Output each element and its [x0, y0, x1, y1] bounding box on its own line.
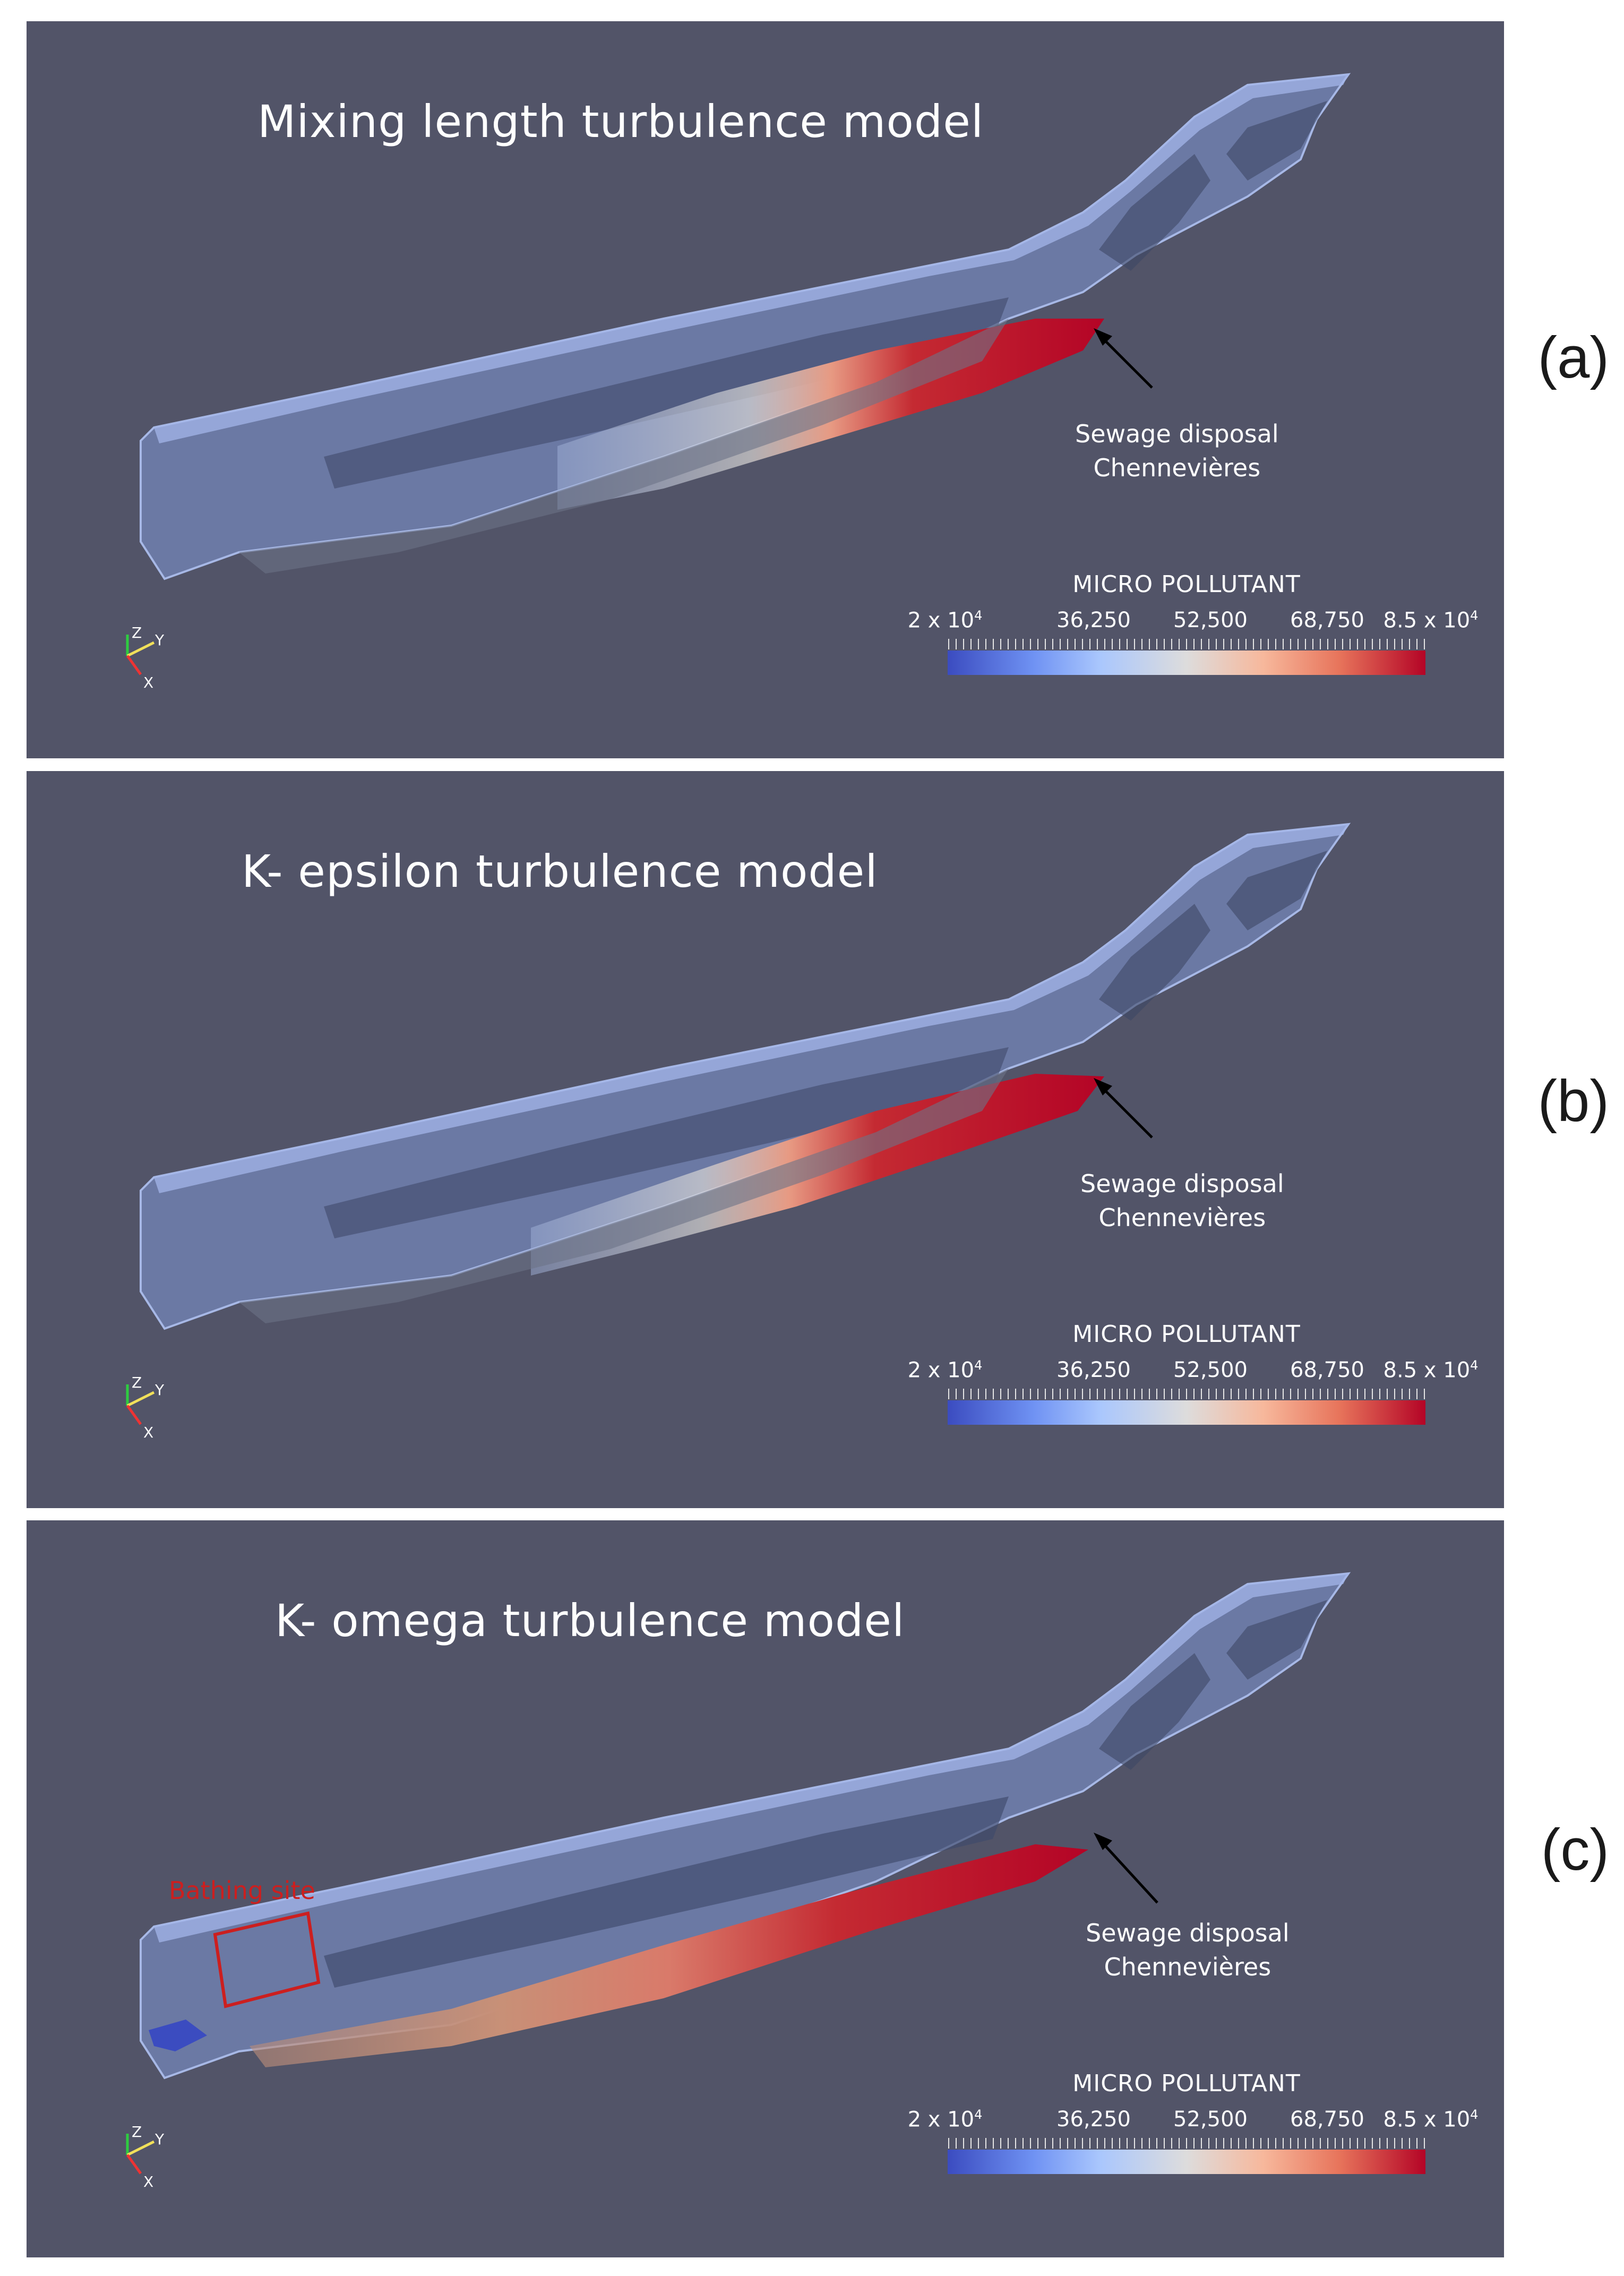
axis-z-label: Z: [132, 1374, 142, 1391]
panel-tag-c: (c): [1541, 1817, 1609, 1883]
disposal-label-line1: Sewage disposal: [1080, 1169, 1284, 1198]
axis-x-label: X: [143, 1424, 153, 1441]
axis-y-label: Y: [154, 631, 165, 649]
legend-colorbar: [948, 2150, 1425, 2174]
colorbar-legend: MICRO POLLUTANT 2 x 104 36,250 52,500 68…: [881, 2070, 1481, 2208]
colorbar-legend: MICRO POLLUTANT 2 x 104 36,250 52,500 68…: [881, 1321, 1481, 1459]
bathing-site-label: Bathing site: [169, 1876, 315, 1905]
disposal-label: Sewage disposal Chennevières: [1075, 417, 1279, 485]
axis-y-label: Y: [154, 1381, 165, 1399]
legend-label-3: 52,500: [1173, 1358, 1248, 1382]
disposal-arrow: [1098, 1083, 1153, 1139]
island-2: [1226, 851, 1327, 930]
axis-x-label: X: [143, 2173, 153, 2191]
panel-tag-b: (b): [1537, 1068, 1609, 1134]
legend-label-4: 68,750: [1290, 2107, 1364, 2132]
panel-mixing-length: Mixing length turbulence model Sewage di…: [27, 21, 1504, 758]
panel-k-epsilon: K- epsilon turbulence model Sewage dispo…: [27, 771, 1504, 1508]
arrow-head: [1094, 1833, 1112, 1850]
legend-title: MICRO POLLUTANT: [1072, 571, 1301, 598]
riverbed: [239, 1068, 1009, 1323]
legend-label-2: 36,250: [1056, 1358, 1131, 1382]
channel-wall: [324, 1796, 1009, 1988]
low-concentration-zone: [149, 2020, 207, 2051]
panel-title: K- epsilon turbulence model: [242, 845, 878, 897]
disposal-label-line2: Chennevières: [1104, 1953, 1271, 1981]
legend-label-min: 2 x 104: [907, 608, 983, 633]
disposal-arrow: [1098, 1838, 1158, 1904]
legend-title: MICRO POLLUTANT: [1072, 1321, 1301, 1348]
legend-label-3: 52,500: [1173, 608, 1248, 632]
disposal-label-line1: Sewage disposal: [1075, 420, 1279, 448]
island-2: [1226, 101, 1327, 181]
disposal-label-line2: Chennevières: [1093, 454, 1261, 482]
legend-ticks: [948, 1389, 1425, 1399]
channel-wall: [324, 297, 1009, 489]
legend-colorbar: [948, 1400, 1425, 1425]
legend-label-2: 36,250: [1056, 608, 1131, 632]
legend-label-4: 68,750: [1290, 1358, 1364, 1382]
channel-top-surface: [154, 1573, 1348, 1943]
disposal-label-line1: Sewage disposal: [1086, 1919, 1290, 1947]
legend-title: MICRO POLLUTANT: [1072, 2070, 1301, 2097]
arrow-head: [1094, 1078, 1112, 1096]
river-model-3d: [140, 73, 1351, 580]
axes-triad: Z Y X: [126, 2123, 165, 2191]
channel-wall: [324, 1047, 1009, 1238]
axis-x-label: X: [143, 674, 153, 691]
colorbar-legend: MICRO POLLUTANT 2 x 104 36,250 52,500 68…: [881, 571, 1481, 709]
legend-ticks: [948, 2138, 1425, 2149]
river-model-3d: [140, 823, 1351, 1330]
channel-top-surface: [154, 824, 1348, 1193]
legend-label-max: 8.5 x 104: [1383, 608, 1479, 633]
island-1: [1099, 154, 1210, 271]
axes-triad: Z Y X: [126, 1374, 165, 1441]
disposal-label: Sewage disposal Chennevières: [1086, 1916, 1290, 1984]
legend-label-3: 52,500: [1173, 2107, 1248, 2132]
panel-k-omega: K- omega turbulence model Bathing site S…: [27, 1520, 1504, 2257]
bathing-site-box: [213, 1911, 321, 2008]
disposal-arrow: [1098, 333, 1153, 389]
river-model-3d: [140, 1572, 1351, 2080]
axes-triad: Z Y X: [126, 624, 165, 691]
legend-label-2: 36,250: [1056, 2107, 1131, 2132]
legend-colorbar: [948, 651, 1425, 675]
panel-title: K- omega turbulence model: [275, 1595, 905, 1647]
legend-label-min: 2 x 104: [907, 1358, 983, 1383]
island-2: [1226, 1600, 1327, 1680]
arrow-head: [1094, 328, 1112, 346]
axis-z-label: Z: [132, 624, 142, 641]
axis-z-label: Z: [132, 2123, 142, 2141]
axis-y-label: Y: [154, 2130, 165, 2148]
channel-top-surface: [154, 74, 1348, 443]
legend-label-min: 2 x 104: [907, 2107, 983, 2132]
legend-ticks: [948, 639, 1425, 649]
legend-label-max: 8.5 x 104: [1383, 2107, 1479, 2132]
panel-tag-a: (a): [1537, 325, 1609, 390]
disposal-label-line2: Chennevières: [1098, 1203, 1266, 1232]
legend-label-max: 8.5 x 104: [1383, 1358, 1479, 1383]
panel-title: Mixing length turbulence model: [257, 96, 984, 148]
riverbed: [239, 319, 1009, 574]
island-1: [1099, 904, 1210, 1021]
legend-label-4: 68,750: [1290, 608, 1364, 632]
pollutant-plume: [250, 1844, 1088, 2067]
disposal-label: Sewage disposal Chennevières: [1080, 1167, 1284, 1235]
island-1: [1099, 1653, 1210, 1770]
